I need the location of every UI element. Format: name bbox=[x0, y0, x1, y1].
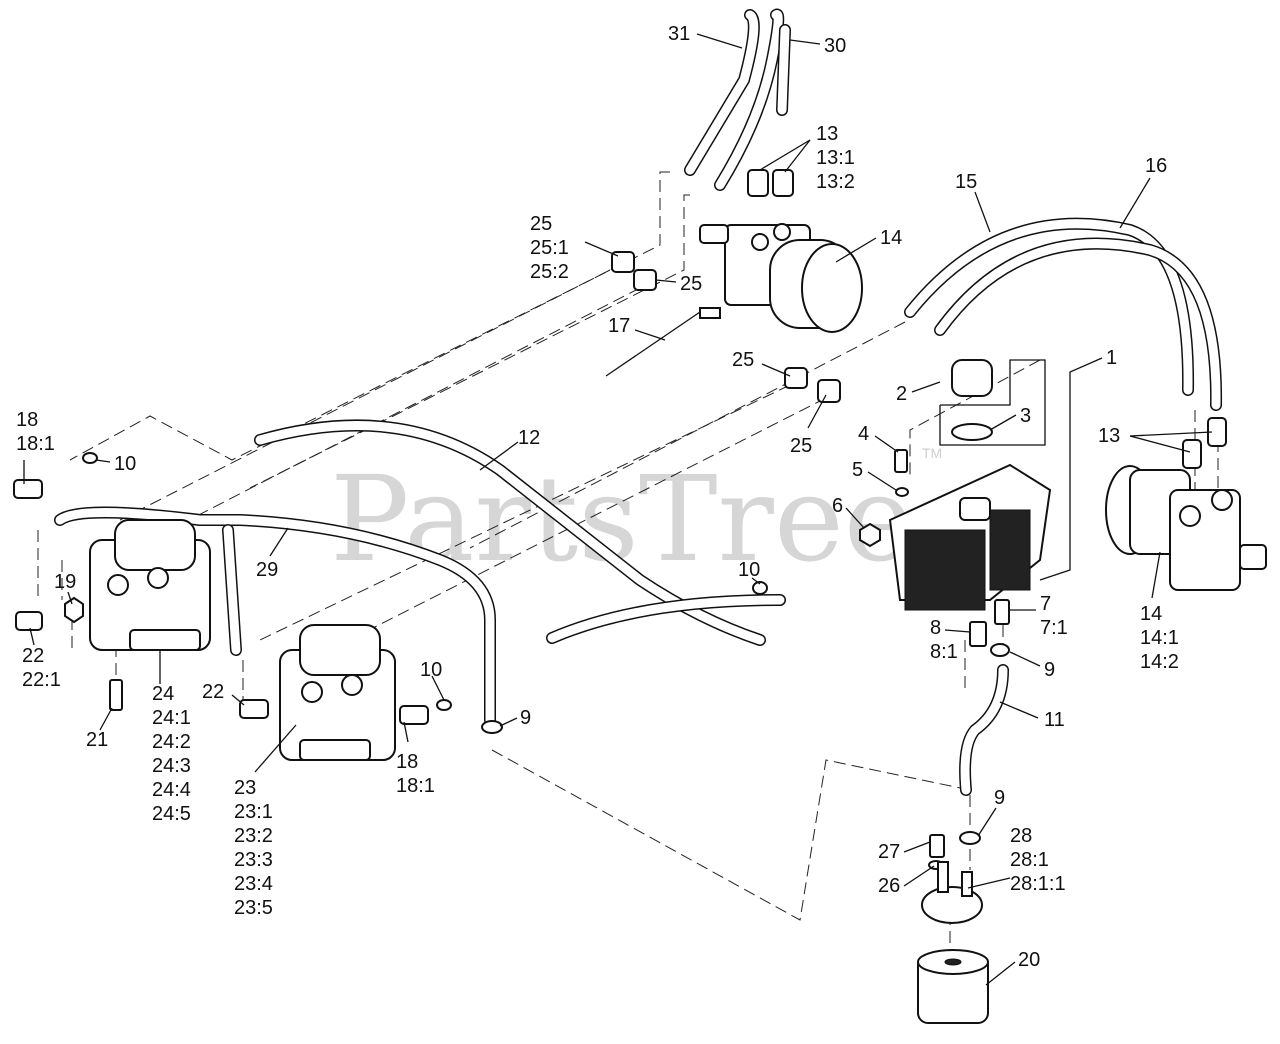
callout-6: 6 bbox=[832, 495, 843, 517]
callout-17: 17 bbox=[608, 315, 630, 337]
callout-15: 15 bbox=[955, 171, 977, 193]
wheel-motor-top bbox=[699, 223, 863, 333]
callout-8: 8 8:1 bbox=[930, 617, 958, 663]
callout-31: 31 bbox=[668, 23, 690, 45]
callout-22-mid: 22 bbox=[202, 681, 224, 703]
callout-10-right: 10 bbox=[738, 559, 760, 581]
callout-29: 29 bbox=[256, 559, 278, 581]
oil-filter bbox=[917, 861, 989, 1024]
callout-13-right: 13 bbox=[1098, 425, 1120, 447]
callout-20: 20 bbox=[1018, 949, 1040, 971]
callout-9-bottom: 9 bbox=[994, 787, 1005, 809]
callout-25-d: 25 bbox=[790, 435, 812, 457]
callout-10-left: 10 bbox=[114, 453, 136, 475]
callout-5: 5 bbox=[852, 459, 863, 481]
callout-14-top: 14 bbox=[880, 227, 902, 249]
callout-1: 1 bbox=[1106, 347, 1117, 369]
callout-27: 27 bbox=[878, 841, 900, 863]
hydraulic-reservoir bbox=[888, 359, 1052, 611]
callout-25-mid: 25 bbox=[680, 273, 702, 295]
fittings bbox=[13, 169, 1227, 870]
callout-14-right: 14 14:1 14:2 bbox=[1140, 603, 1185, 673]
callout-11: 11 bbox=[1044, 709, 1065, 731]
callout-22-left: 22 22:1 bbox=[22, 645, 61, 691]
callout-10-mid: 10 bbox=[420, 659, 442, 681]
callout-4: 4 bbox=[858, 423, 869, 445]
leader-lines bbox=[23, 33, 1213, 986]
hydraulic-pump-right bbox=[279, 624, 396, 761]
callout-9-left: 9 bbox=[520, 707, 531, 729]
callout-labels: 31 30 13 13:1 13:2 25 25:1 25:2 25 14 15… bbox=[16, 23, 1185, 971]
callout-9-mid: 9 bbox=[1044, 659, 1055, 681]
watermark-tm: TM bbox=[922, 445, 942, 461]
callout-19: 19 bbox=[54, 571, 76, 593]
callout-12: 12 bbox=[518, 427, 540, 449]
callout-23: 23 23:1 23:2 23:3 23:4 23:5 bbox=[234, 777, 279, 919]
callout-21: 21 bbox=[86, 729, 108, 751]
callout-18-left: 18 18:1 bbox=[16, 409, 55, 455]
callout-26: 26 bbox=[878, 875, 900, 897]
wheel-motor-right bbox=[1105, 465, 1267, 591]
callout-13-top: 13 13:1 13:2 bbox=[816, 123, 861, 193]
callout-3: 3 bbox=[1020, 405, 1031, 427]
callout-16: 16 bbox=[1145, 155, 1167, 177]
hydraulic-pump-left bbox=[89, 519, 211, 651]
callout-30: 30 bbox=[824, 35, 846, 57]
callout-24: 24 24:1 24:2 24:3 24:4 24:5 bbox=[152, 683, 197, 825]
callout-25-left: 25 25:1 25:2 bbox=[530, 213, 575, 283]
callout-7: 7 7:1 bbox=[1040, 593, 1068, 639]
callout-18-mid: 18 18:1 bbox=[396, 751, 435, 797]
hose-assemblies bbox=[54, 8, 1223, 796]
callout-25-c: 25 bbox=[732, 349, 754, 371]
callout-2: 2 bbox=[896, 383, 907, 405]
callout-28: 28 28:1 28:1:1 bbox=[1010, 825, 1066, 895]
